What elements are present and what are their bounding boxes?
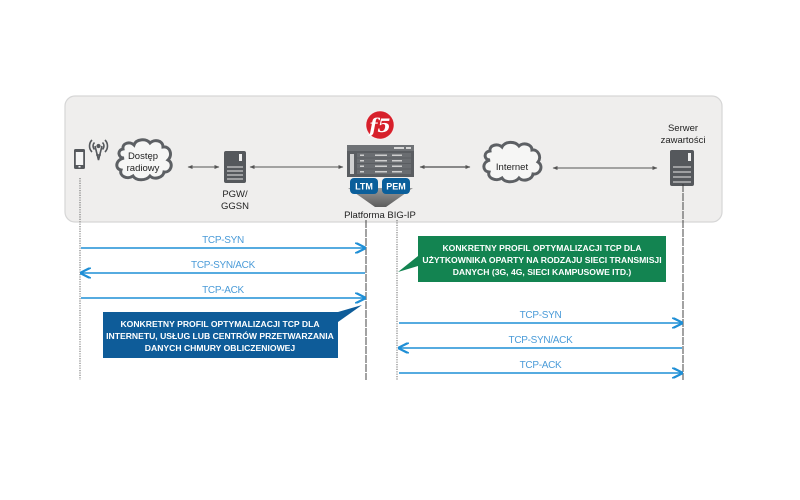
- message-label: TCP-SYN: [202, 235, 244, 246]
- message-label: TCP-ACK: [202, 285, 244, 296]
- antenna-icon: [88, 139, 109, 161]
- green-callout-line1: KONKRETNY PROFIL OPTYMALIZACJI TCP DLA: [442, 243, 641, 253]
- message-server-side-6: TCP-ACK: [399, 360, 682, 373]
- f5-logo-text: f5: [367, 115, 390, 137]
- green-callout: KONKRETNY PROFIL OPTYMALIZACJI TCP DLA U…: [398, 236, 666, 282]
- message-label: TCP-SYN: [520, 310, 562, 321]
- pgw-label-line1: PGW/: [222, 189, 248, 200]
- server-label-line2: zawartości: [661, 135, 706, 146]
- internet-label: Internet: [496, 162, 529, 173]
- blue-callout: KONKRETNY PROFIL OPTYMALIZACJI TCP DLA I…: [103, 305, 362, 358]
- message-client-side-1: TCP-SYN: [81, 235, 365, 248]
- green-callout-line3: DANYCH (3G, 4G, SIECI KAMPUSOWE ITD.): [453, 267, 632, 277]
- message-server-side-4: TCP-SYN: [399, 310, 682, 323]
- blue-callout-line2: INTERNETU, USŁUG LUB CENTRÓW PRZETWARZAN…: [106, 330, 334, 341]
- pgw-server-icon: [224, 151, 246, 183]
- ltm-badge-label: LTM: [355, 182, 373, 192]
- server-label-line1: Serwer: [668, 123, 698, 134]
- pem-badge: PEM: [382, 178, 410, 194]
- pgw-label-line2: GGSN: [221, 201, 249, 212]
- message-label: TCP-SYN/ACK: [191, 260, 256, 271]
- phone-icon: [74, 149, 85, 169]
- green-callout-line2: UŻYTKOWNIKA OPARTY NA RODZAJU SIECI TRAN…: [422, 255, 661, 265]
- content-server-icon: [670, 150, 694, 186]
- message-client-side-2: TCP-SYN/ACK: [81, 260, 365, 273]
- message-server-side-5: TCP-SYN/ACK: [399, 335, 682, 348]
- blue-callout-line1: KONKRETNY PROFIL OPTYMALIZACJI TCP DLA: [120, 319, 319, 329]
- bigip-label: Platforma BIG-IP: [344, 210, 416, 221]
- ltm-badge: LTM: [350, 178, 378, 194]
- bigip-chassis-icon: [347, 145, 414, 177]
- blue-callout-line3: DANYCH CHMURY OBLICZENIOWEJ: [145, 343, 296, 353]
- pem-badge-label: PEM: [386, 182, 406, 192]
- message-label: TCP-ACK: [520, 360, 562, 371]
- internet-cloud: Internet: [482, 140, 543, 184]
- message-label: TCP-SYN/ACK: [509, 335, 574, 346]
- radio-access-label-line2: radiowy: [127, 163, 160, 174]
- radio-access-label-line1: Dostęp: [128, 151, 158, 162]
- message-client-side-3: TCP-ACK: [81, 285, 365, 298]
- radio-access-cloud: Dostęp radiowy: [115, 138, 173, 182]
- f5-logo: f5: [365, 110, 395, 140]
